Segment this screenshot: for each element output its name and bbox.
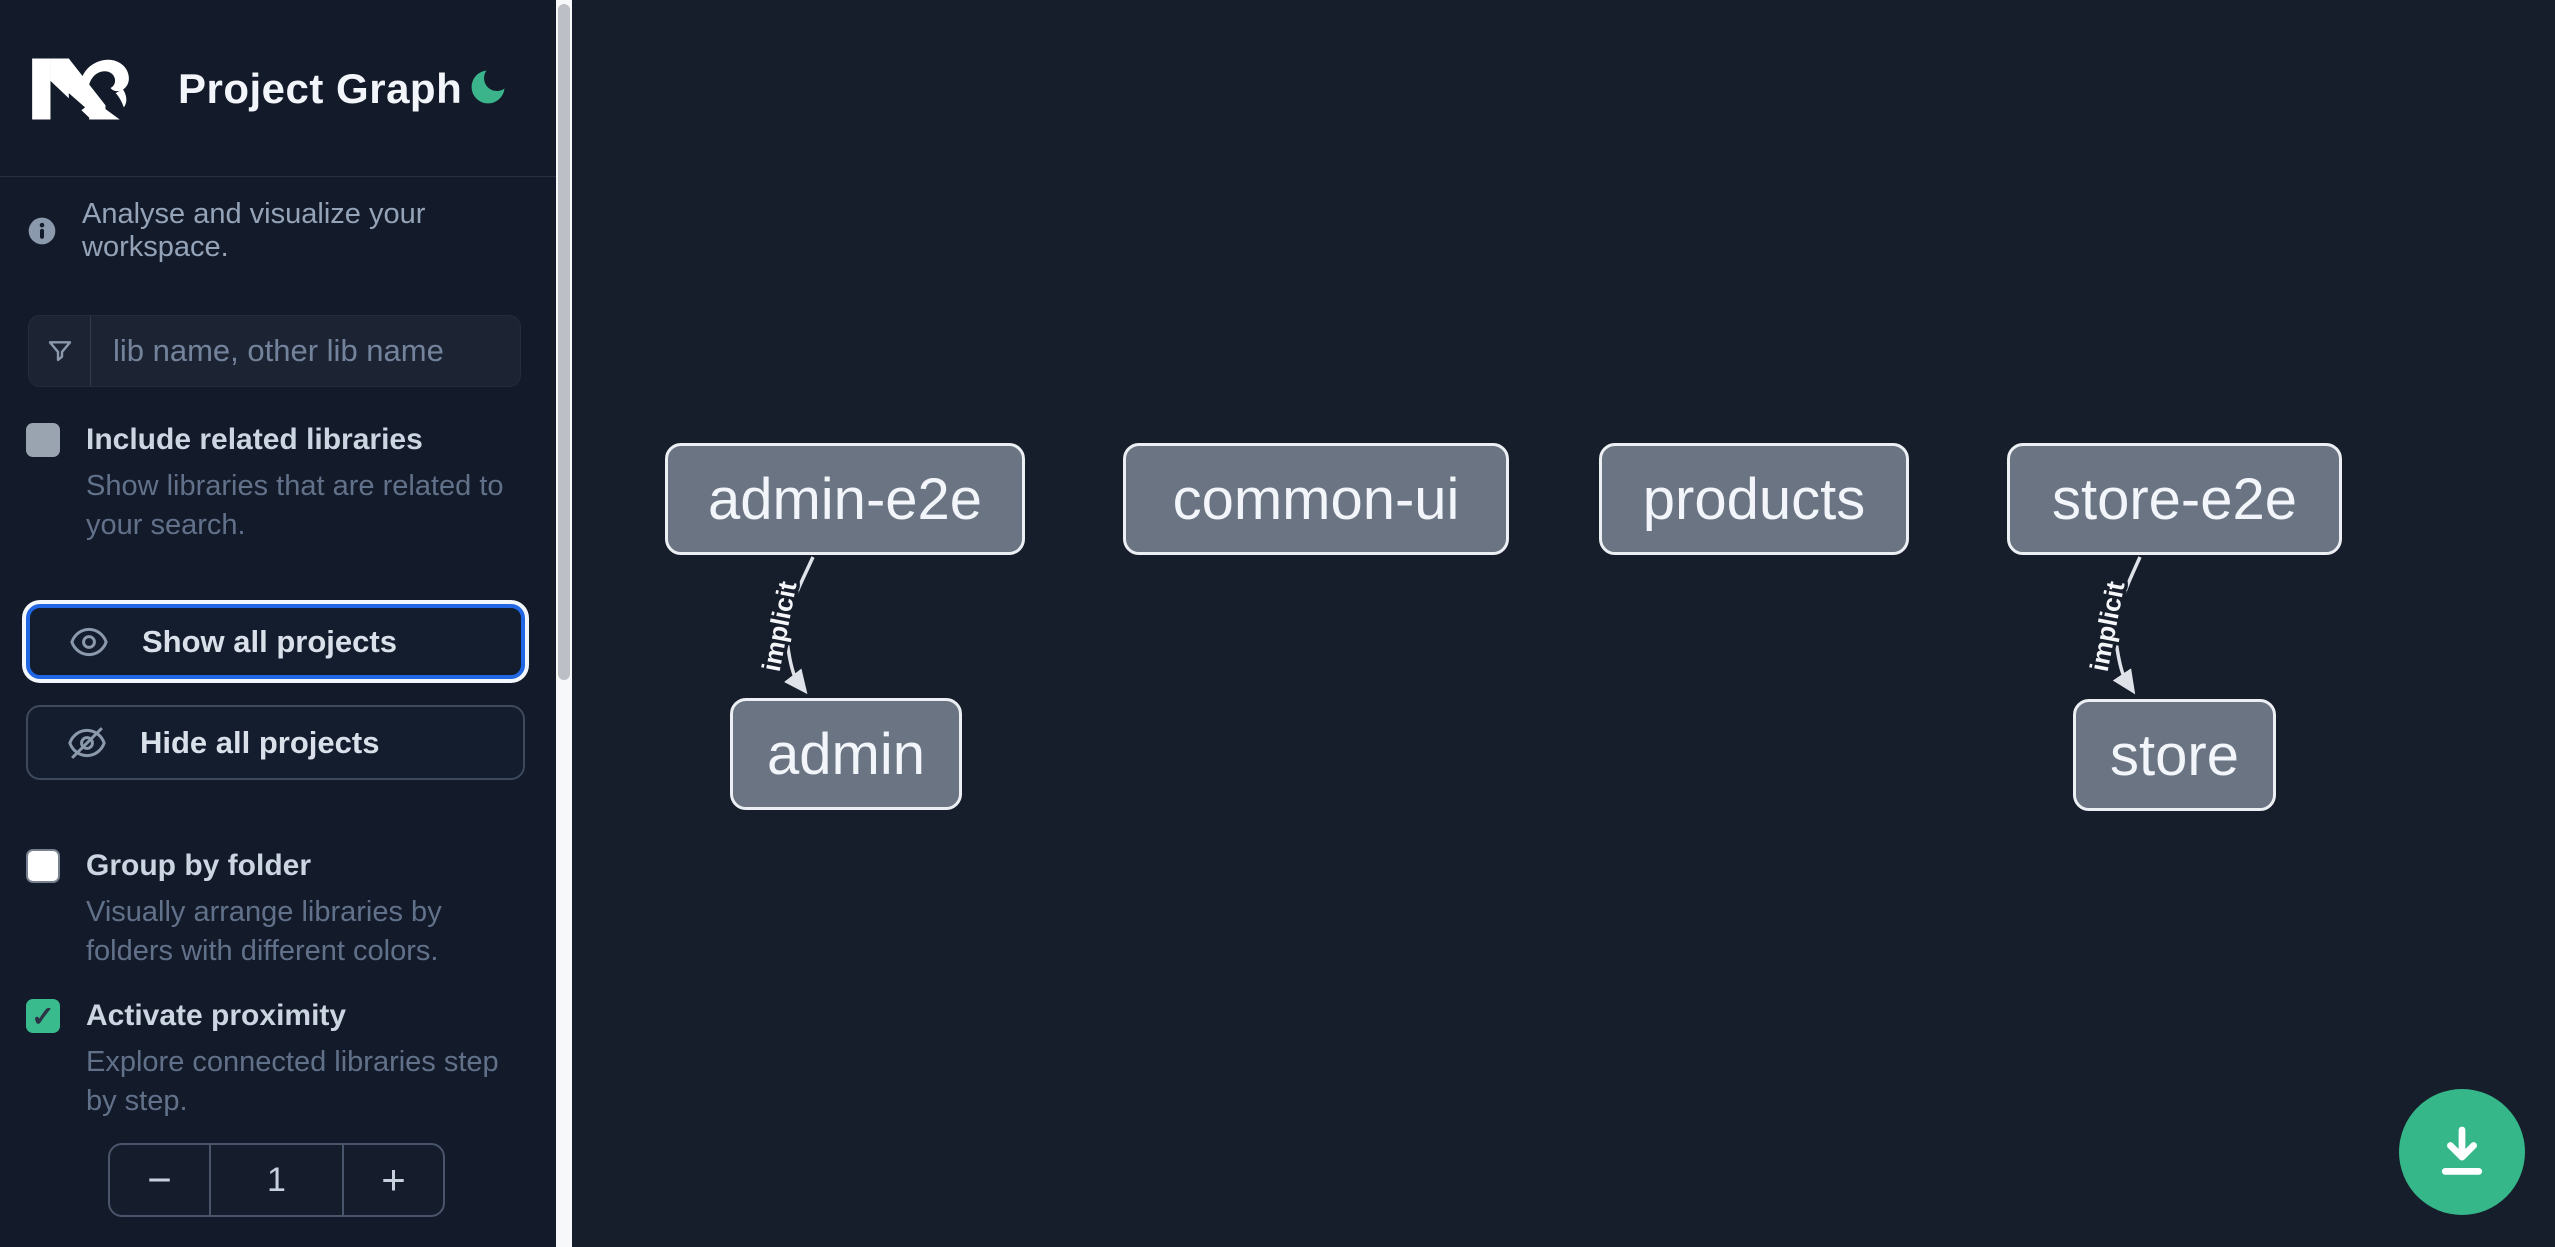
- sidebar-scrollbar[interactable]: [556, 0, 572, 1247]
- proximity-stepper: − 1 +: [108, 1143, 445, 1217]
- proximity-decrement-button[interactable]: −: [110, 1145, 209, 1215]
- show-all-projects-button[interactable]: Show all projects: [26, 604, 525, 679]
- option-group-by-folder: Group by folder Visually arrange librari…: [26, 848, 512, 971]
- edge-admin-e2e-to-admin: [784, 556, 815, 695]
- include-related-description: Show libraries that are related to your …: [86, 470, 504, 541]
- node-store[interactable]: store: [2073, 699, 2276, 811]
- hide-all-projects-label: Hide all projects: [140, 724, 380, 760]
- edge-label-implicit-admin: implicit: [756, 578, 803, 673]
- include-related-checkbox[interactable]: [26, 423, 60, 457]
- include-related-label[interactable]: Include related libraries: [86, 423, 423, 456]
- download-image-button[interactable]: [2399, 1089, 2525, 1215]
- edge-store-e2e-to-store: [2112, 556, 2142, 695]
- filter-input[interactable]: [91, 316, 534, 386]
- sidebar: Project Graph Analyse and visualize your…: [0, 0, 556, 1247]
- proximity-increment-button[interactable]: +: [344, 1145, 443, 1215]
- activate-proximity-description: Explore connected libraries step by step…: [86, 1046, 499, 1117]
- page-title: Project Graph: [178, 65, 463, 112]
- group-by-folder-checkbox[interactable]: [26, 849, 60, 883]
- group-by-folder-description: Visually arrange libraries by folders wi…: [86, 896, 442, 967]
- activate-proximity-checkbox[interactable]: [26, 999, 60, 1033]
- funnel-icon: [29, 316, 91, 386]
- nx-logo: [32, 58, 129, 120]
- hide-all-projects-button[interactable]: Hide all projects: [26, 705, 525, 780]
- proximity-value: 1: [209, 1145, 344, 1215]
- info-icon: [28, 217, 56, 245]
- node-products[interactable]: products: [1599, 443, 1909, 555]
- filter-input-group: [28, 315, 534, 387]
- eye-icon: [70, 627, 108, 656]
- node-store-e2e[interactable]: store-e2e: [2007, 443, 2342, 555]
- workspace-tagline: Analyse and visualize your workspace.: [82, 198, 426, 263]
- node-common-ui[interactable]: common-ui: [1123, 443, 1509, 555]
- option-include-related-libraries: Include related libraries Show libraries…: [26, 422, 512, 545]
- node-admin[interactable]: admin: [730, 698, 962, 810]
- show-all-projects-label: Show all projects: [142, 623, 397, 659]
- download-icon: [2441, 1126, 2483, 1175]
- sidebar-header: Project Graph: [0, 0, 556, 177]
- graph-edges: implicit implicit: [752, 556, 2142, 695]
- option-activate-proximity: Activate proximity Explore connected lib…: [26, 998, 512, 1121]
- workspace-tagline-row: Analyse and visualize your workspace.: [26, 198, 530, 264]
- sidebar-scrollbar-thumb[interactable]: [558, 4, 570, 680]
- edge-label-implicit-store: implicit: [2084, 578, 2131, 673]
- eye-off-icon: [68, 726, 106, 759]
- theme-toggle-moon-icon[interactable]: [464, 64, 512, 112]
- activate-proximity-label[interactable]: Activate proximity: [86, 999, 347, 1032]
- graph-canvas[interactable]: implicit implicit admin-e2e common-ui pr…: [572, 0, 2555, 1247]
- group-by-folder-label[interactable]: Group by folder: [86, 849, 311, 882]
- node-admin-e2e[interactable]: admin-e2e: [665, 443, 1025, 555]
